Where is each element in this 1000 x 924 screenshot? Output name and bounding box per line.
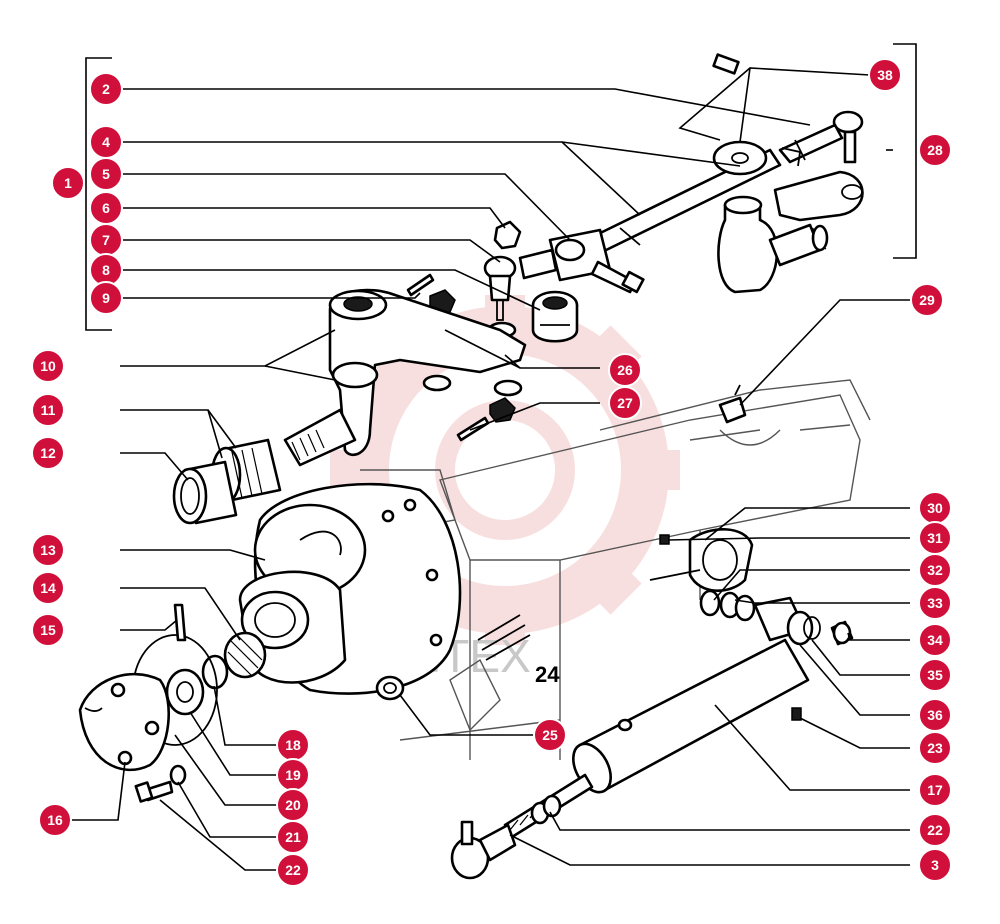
split-pin-15: [173, 603, 187, 642]
callout-10: 10: [31, 349, 65, 383]
callout-19: 19: [276, 758, 310, 792]
svg-text:38: 38: [877, 67, 893, 83]
svg-text:8: 8: [102, 262, 110, 278]
svg-text:20: 20: [285, 797, 301, 813]
callout-29: 28: [918, 133, 952, 167]
callout-25: 23: [918, 731, 952, 765]
nut-6: [493, 220, 522, 250]
svg-text:14: 14: [40, 580, 56, 596]
svg-text:4: 4: [102, 134, 110, 150]
wheel-hub: [238, 482, 462, 695]
callout-6: 6: [89, 191, 123, 225]
svg-text:33: 33: [927, 595, 943, 611]
callout-18: 18: [276, 728, 310, 762]
svg-text:30: 30: [927, 500, 943, 516]
svg-text:18: 18: [285, 737, 301, 753]
callout-32: 31: [918, 521, 952, 555]
callout-7: 7: [89, 223, 123, 257]
svg-text:26: 26: [617, 362, 633, 378]
callout-26: 25: [533, 718, 567, 752]
callout-15: 15: [31, 613, 65, 647]
svg-text:36: 36: [927, 707, 943, 723]
callout-34: 33: [918, 586, 952, 620]
cotter-pin-9: [406, 273, 435, 297]
hub-cap: [78, 672, 170, 772]
svg-text:23: 23: [927, 740, 943, 756]
group-bracket-29: [893, 43, 917, 259]
svg-text:31: 31: [927, 530, 943, 546]
callout-21: 21: [276, 820, 310, 854]
callout-31: 30: [918, 491, 952, 525]
svg-text:27: 27: [617, 395, 633, 411]
svg-text:13: 13: [40, 542, 56, 558]
callout-37: 36: [918, 698, 952, 732]
spring-24: [477, 614, 531, 661]
steering-arm-assembly: [712, 140, 864, 294]
svg-text:21: 21: [285, 829, 301, 845]
bolt-21: [134, 764, 187, 803]
svg-text:35: 35: [927, 667, 943, 683]
callout-16: 16: [38, 803, 72, 837]
svg-text:22: 22: [927, 822, 943, 838]
svg-text:17: 17: [927, 782, 943, 798]
callout-20: 20: [276, 788, 310, 822]
callout-1: 1: [51, 166, 85, 200]
svg-text:32: 32: [927, 562, 943, 578]
callout-3: 3: [918, 848, 952, 882]
svg-text:11: 11: [41, 402, 56, 418]
callout-30: 29: [910, 283, 944, 317]
outer-bearing: [223, 631, 267, 679]
cylinder-rod-end: [450, 820, 517, 880]
callout-14: 14: [31, 571, 65, 605]
svg-text:22: 22: [285, 862, 301, 878]
callout-38: 38: [868, 58, 902, 92]
callout-11: 11: [31, 393, 65, 427]
tie-rod-end: [778, 110, 864, 167]
callout-23: 22: [918, 813, 952, 847]
callout-17: 17: [918, 773, 952, 807]
svg-text:29: 29: [919, 292, 935, 308]
svg-text:6: 6: [102, 200, 110, 216]
label-24: 24: [535, 662, 560, 687]
jam-nut-23: [530, 794, 562, 825]
callout-4: 4: [89, 125, 123, 159]
svg-text:15: 15: [40, 622, 56, 638]
clamp-bolt: [518, 228, 645, 294]
bearing-race: [172, 460, 238, 525]
cap-8: [531, 290, 579, 343]
svg-text:7: 7: [102, 232, 110, 248]
callout-36: 35: [918, 658, 952, 692]
cylinder-end-fitting: [649, 528, 854, 721]
group-bracket-1: [85, 57, 112, 331]
svg-text:12: 12: [40, 445, 56, 461]
callout-27: 26: [608, 353, 642, 387]
svg-text:3: 3: [931, 857, 939, 873]
svg-text:1: 1: [64, 175, 72, 191]
svg-text:28: 28: [927, 142, 943, 158]
grease-nipple-30: [718, 384, 747, 424]
stud-26: [375, 675, 405, 701]
callout-35: 34: [918, 623, 952, 657]
callout-28: 27: [608, 386, 642, 420]
svg-text:2: 2: [102, 81, 110, 97]
callout-2: 2: [89, 72, 123, 106]
svg-text:34: 34: [927, 632, 943, 648]
callout-5: 5: [89, 157, 123, 191]
svg-text:19: 19: [285, 767, 301, 783]
callout-13: 13: [31, 533, 65, 567]
callout-22: 22: [276, 853, 310, 887]
callout-33: 32: [918, 553, 952, 587]
svg-text:10: 10: [40, 358, 56, 374]
leader-lines: [65, 67, 910, 871]
castle-nut-19: [165, 668, 205, 716]
svg-text:5: 5: [102, 166, 110, 182]
svg-text:9: 9: [102, 290, 110, 306]
pin-38: [712, 53, 740, 75]
svg-text:16: 16: [47, 812, 63, 828]
callout-12: 12: [31, 436, 65, 470]
callout-9: 9: [89, 281, 123, 315]
svg-text:25: 25: [542, 727, 558, 743]
